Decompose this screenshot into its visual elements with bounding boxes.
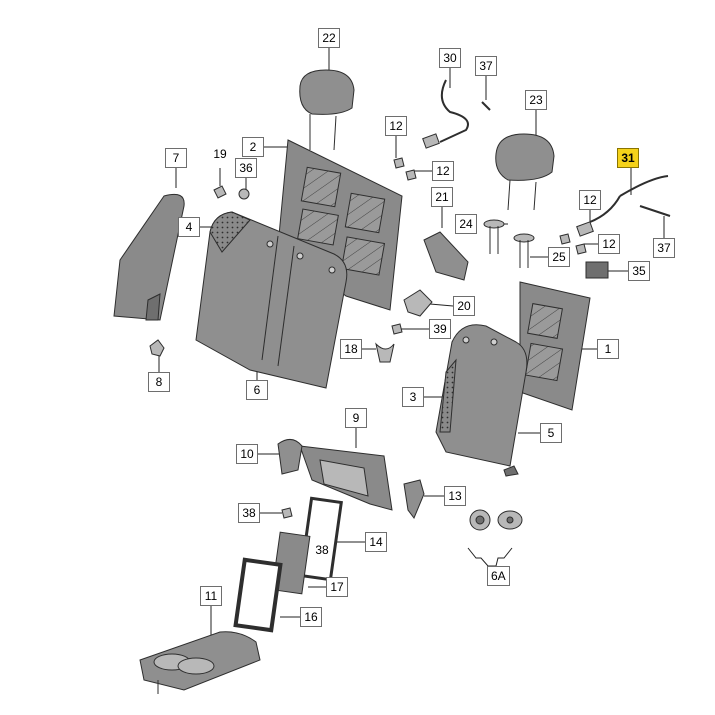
callout-25: 25 bbox=[548, 247, 570, 267]
callout-6a: 6A bbox=[487, 566, 510, 586]
callout-38: 38 bbox=[315, 543, 329, 557]
callout-39: 39 bbox=[429, 319, 451, 339]
callout-36: 36 bbox=[235, 158, 257, 178]
backrest-cushion-4 bbox=[195, 211, 348, 389]
callout-2: 2 bbox=[242, 137, 264, 157]
callout-7: 7 bbox=[165, 148, 187, 168]
cable-31 bbox=[589, 175, 669, 223]
parts bbox=[113, 69, 671, 694]
screw-12b bbox=[405, 169, 417, 181]
callout-8: 8 bbox=[148, 372, 170, 392]
armrest-11 bbox=[139, 631, 261, 694]
callout-30: 30 bbox=[439, 48, 461, 68]
callout-37: 37 bbox=[653, 238, 675, 258]
headrest-23 bbox=[495, 133, 555, 211]
callout-16: 16 bbox=[300, 607, 322, 627]
callout-21: 21 bbox=[431, 187, 453, 207]
screw-39 bbox=[391, 323, 403, 335]
latch-13 bbox=[403, 479, 425, 519]
screw-38a bbox=[281, 507, 293, 519]
backrest-cushion-3 bbox=[435, 324, 528, 477]
screw-12a bbox=[393, 157, 405, 169]
guide-sleeve-24 bbox=[483, 219, 535, 268]
screw-19 bbox=[213, 185, 227, 199]
callout-13: 13 bbox=[444, 486, 466, 506]
caps-6a bbox=[469, 509, 523, 531]
callout-12: 12 bbox=[432, 161, 454, 181]
frame-16 bbox=[233, 557, 283, 633]
callout-23: 23 bbox=[525, 90, 547, 110]
connector-31 bbox=[576, 221, 594, 237]
callout-24: 24 bbox=[455, 214, 477, 234]
callout-10: 10 bbox=[236, 444, 258, 464]
panel-17 bbox=[271, 531, 311, 595]
callout-14: 14 bbox=[365, 532, 387, 552]
clip-8 bbox=[149, 339, 165, 357]
callout-20: 20 bbox=[453, 296, 475, 316]
callout-17: 17 bbox=[326, 577, 348, 597]
switch-35 bbox=[585, 261, 609, 279]
callout-11: 11 bbox=[200, 586, 222, 606]
cap-10 bbox=[277, 439, 303, 475]
armrest-frame-9 bbox=[299, 445, 393, 511]
headrest-22 bbox=[299, 69, 355, 151]
cable-30 bbox=[439, 79, 469, 143]
backrest-frame-1 bbox=[519, 281, 591, 411]
callout-18: 18 bbox=[340, 339, 362, 359]
bracket-18 bbox=[375, 342, 395, 363]
cover-21 bbox=[423, 231, 469, 281]
callout-4: 4 bbox=[178, 217, 200, 237]
callout-12: 12 bbox=[579, 190, 601, 210]
callout-12: 12 bbox=[385, 116, 407, 136]
callout-3: 3 bbox=[402, 387, 424, 407]
nut-36 bbox=[238, 188, 250, 200]
callout-22: 22 bbox=[318, 28, 340, 48]
callout-1: 1 bbox=[597, 339, 619, 359]
backrest-frame-2 bbox=[277, 139, 403, 311]
callout-31: 31 bbox=[617, 148, 639, 168]
callout-9: 9 bbox=[345, 408, 367, 428]
callout-37: 37 bbox=[475, 56, 497, 76]
callout-12: 12 bbox=[598, 234, 620, 254]
callout-6: 6 bbox=[246, 380, 268, 400]
lock-20 bbox=[403, 289, 433, 317]
callout-5: 5 bbox=[540, 423, 562, 443]
callout-19: 19 bbox=[213, 147, 227, 161]
connector-30 bbox=[422, 133, 440, 149]
callout-38: 38 bbox=[238, 503, 260, 523]
callout-35: 35 bbox=[628, 261, 650, 281]
side-bolster-7 bbox=[113, 193, 185, 321]
